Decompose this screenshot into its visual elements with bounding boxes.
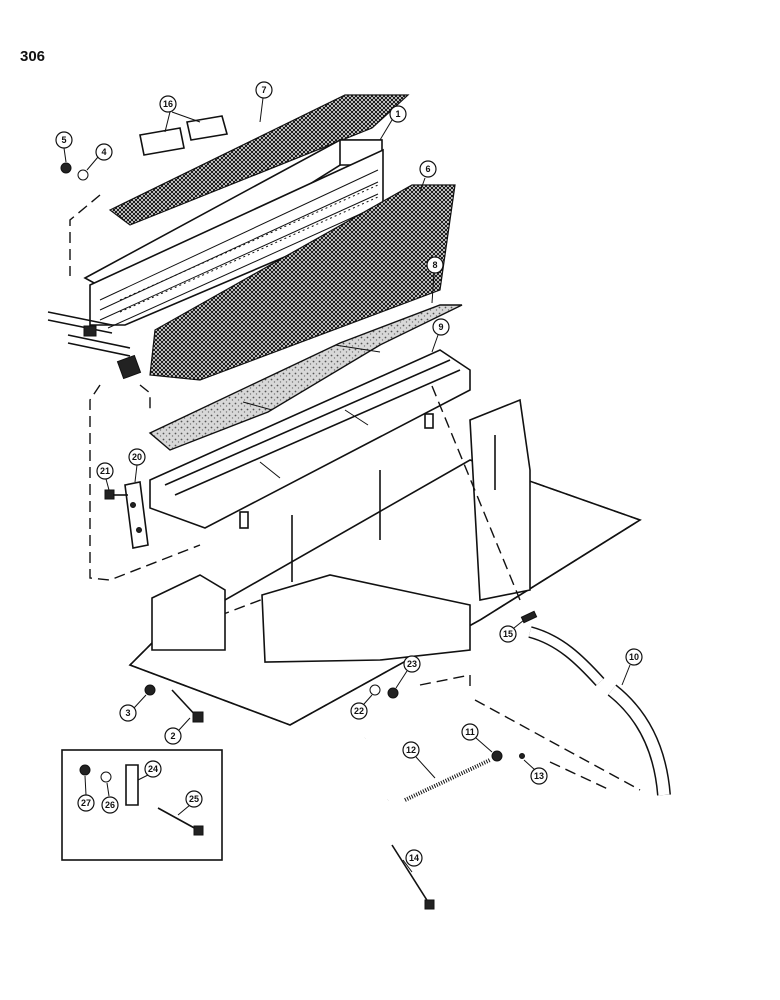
- callout-13: 13: [523, 759, 548, 785]
- housing-base: [128, 398, 642, 726]
- rear-filter-screen: [149, 184, 456, 381]
- drip-tray: [149, 349, 471, 529]
- callout-16: 16: [159, 95, 201, 133]
- small-screw: [519, 753, 525, 759]
- hinge-bolt: [171, 689, 204, 723]
- callout-26: 26: [101, 782, 119, 814]
- hose-clamp: [520, 610, 538, 624]
- nut: [144, 684, 156, 696]
- callout-22: 22: [350, 694, 373, 720]
- callout-23: 23: [395, 655, 421, 689]
- long-bolt: [391, 844, 435, 910]
- svg-text:14: 14: [409, 853, 419, 863]
- svg-text:21: 21: [100, 466, 110, 476]
- drain-hose-right: [528, 626, 671, 796]
- callout-3: 3: [119, 694, 147, 722]
- callout-5: 5: [55, 131, 73, 163]
- callout-9: 9: [431, 318, 450, 353]
- callout-2: 2: [164, 717, 191, 745]
- callout-21: 21: [96, 462, 114, 491]
- foam-filter: [148, 304, 463, 451]
- callout-4: 4: [86, 143, 113, 171]
- callout-20: 20: [128, 448, 146, 483]
- lock-nut: [60, 162, 72, 174]
- callout-24: 24: [137, 760, 162, 781]
- svg-text:9: 9: [438, 322, 443, 332]
- svg-text:15: 15: [503, 629, 513, 639]
- pad-pair: [139, 115, 229, 156]
- svg-text:11: 11: [465, 727, 475, 737]
- grommet: [387, 687, 399, 699]
- svg-text:1: 1: [395, 109, 400, 119]
- svg-text:6: 6: [425, 164, 430, 174]
- callout-6: 6: [419, 160, 437, 193]
- svg-text:7: 7: [261, 85, 266, 95]
- evaporator-core: [47, 139, 384, 380]
- callout-10: 10: [621, 648, 643, 686]
- drain-hose-left: [326, 737, 391, 862]
- svg-text:25: 25: [189, 794, 199, 804]
- washer: [77, 169, 89, 181]
- bracket-bolt: [104, 489, 128, 500]
- svg-text:27: 27: [81, 798, 91, 808]
- callout-15: 15: [499, 619, 525, 643]
- svg-text:20: 20: [132, 452, 142, 462]
- svg-text:8: 8: [432, 260, 437, 270]
- callout-1: 1: [379, 105, 407, 141]
- svg-text:5: 5: [61, 135, 66, 145]
- threaded-rod: [404, 758, 491, 802]
- svg-text:10: 10: [629, 652, 639, 662]
- svg-text:4: 4: [101, 147, 106, 157]
- callout-8: 8: [426, 256, 444, 304]
- page-number: 306: [20, 48, 46, 65]
- svg-text:12: 12: [406, 745, 416, 755]
- mounting-bracket: [124, 481, 149, 549]
- svg-text:16: 16: [163, 99, 173, 109]
- callout-27: 27: [77, 775, 95, 812]
- svg-text:26: 26: [105, 800, 115, 810]
- callout-25: 25: [177, 790, 203, 816]
- callout-11: 11: [461, 723, 493, 753]
- inset-kit-box: [61, 749, 223, 861]
- svg-text:13: 13: [534, 771, 544, 781]
- rod-nut: [491, 750, 503, 762]
- svg-text:2: 2: [170, 731, 175, 741]
- svg-text:24: 24: [148, 764, 158, 774]
- washer-22: [369, 684, 381, 696]
- svg-text:23: 23: [407, 659, 417, 669]
- callout-14: 14: [402, 849, 423, 873]
- svg-text:3: 3: [125, 708, 130, 718]
- callout-7: 7: [255, 81, 273, 123]
- svg-text:22: 22: [354, 706, 364, 716]
- callout-12: 12: [402, 741, 436, 779]
